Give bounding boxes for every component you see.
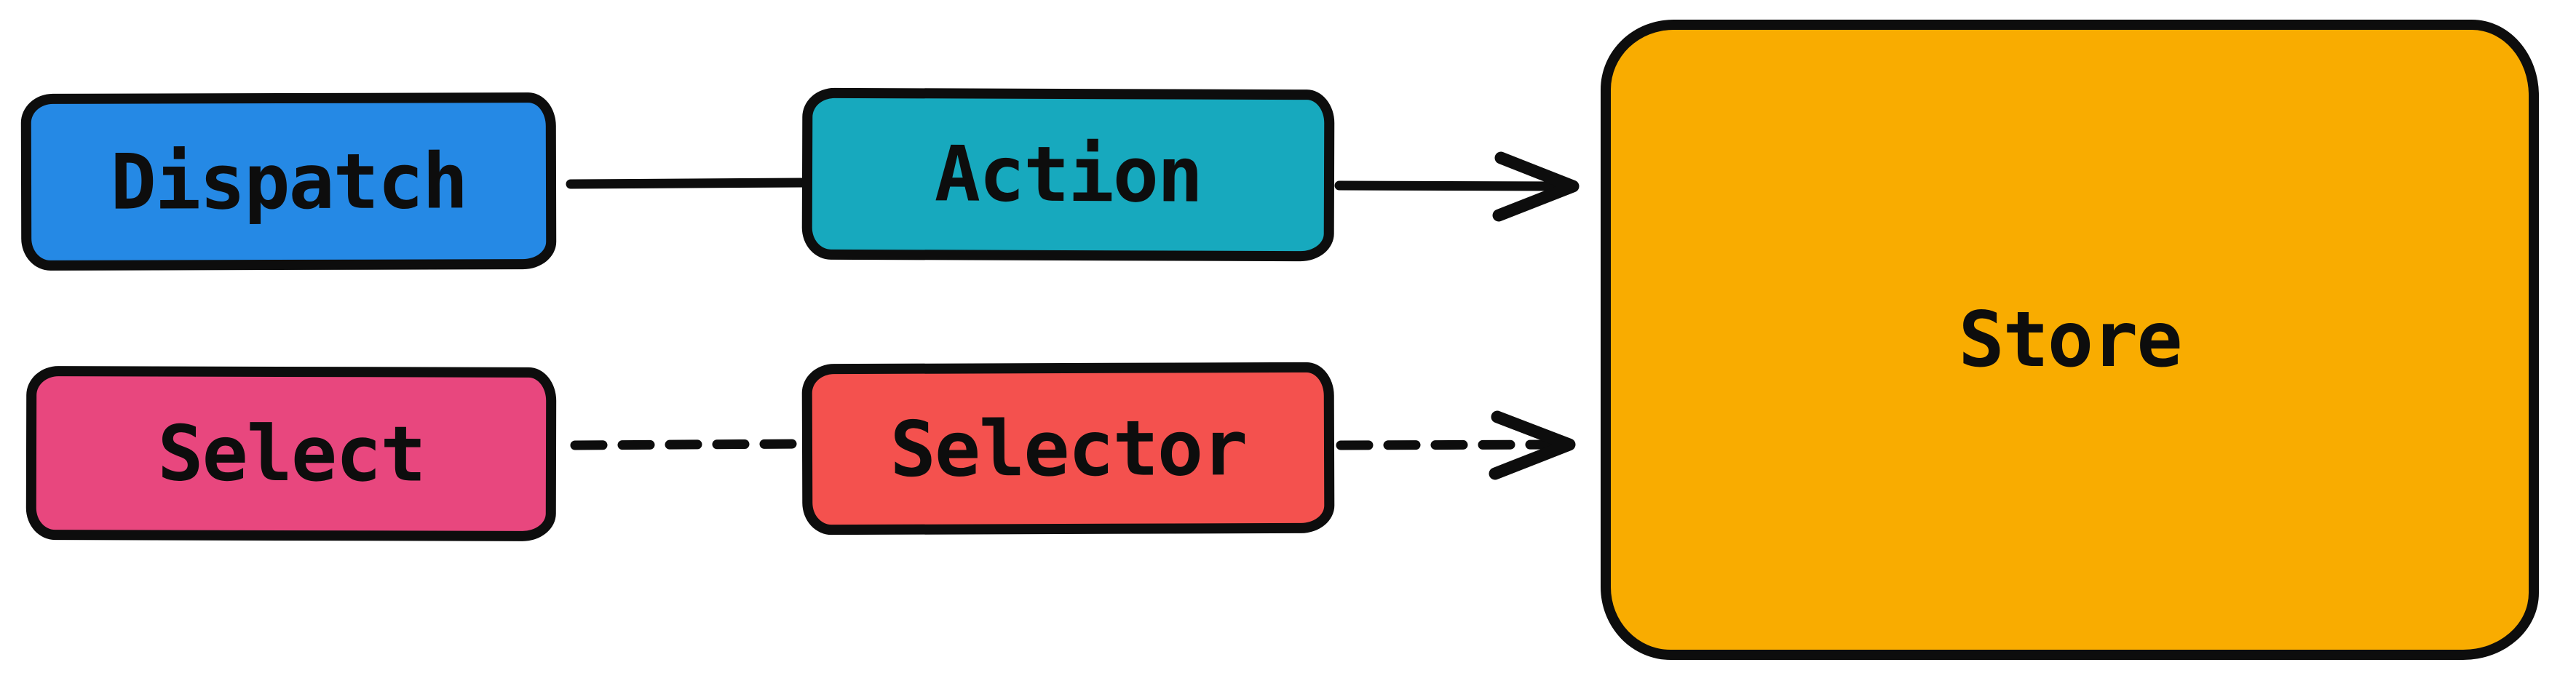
edge-action-store-arrowhead-icon: [1492, 151, 1580, 222]
node-dispatch: Dispatch: [20, 92, 557, 271]
edge-dispatch-action: [566, 178, 809, 189]
node-selector: Selector: [801, 362, 1335, 535]
node-select-label: Select: [157, 409, 425, 498]
edge-selector-store-arrowhead-icon: [1489, 410, 1576, 480]
node-select: Select: [25, 366, 557, 541]
edge-select-selector: [570, 439, 806, 450]
node-dispatch-label: Dispatch: [110, 136, 467, 227]
node-selector-label: Selector: [889, 403, 1247, 494]
node-store-label: Store: [1958, 295, 2182, 384]
node-store: Store: [1601, 20, 2539, 660]
node-action-label: Action: [934, 130, 1202, 220]
node-action: Action: [801, 87, 1335, 262]
